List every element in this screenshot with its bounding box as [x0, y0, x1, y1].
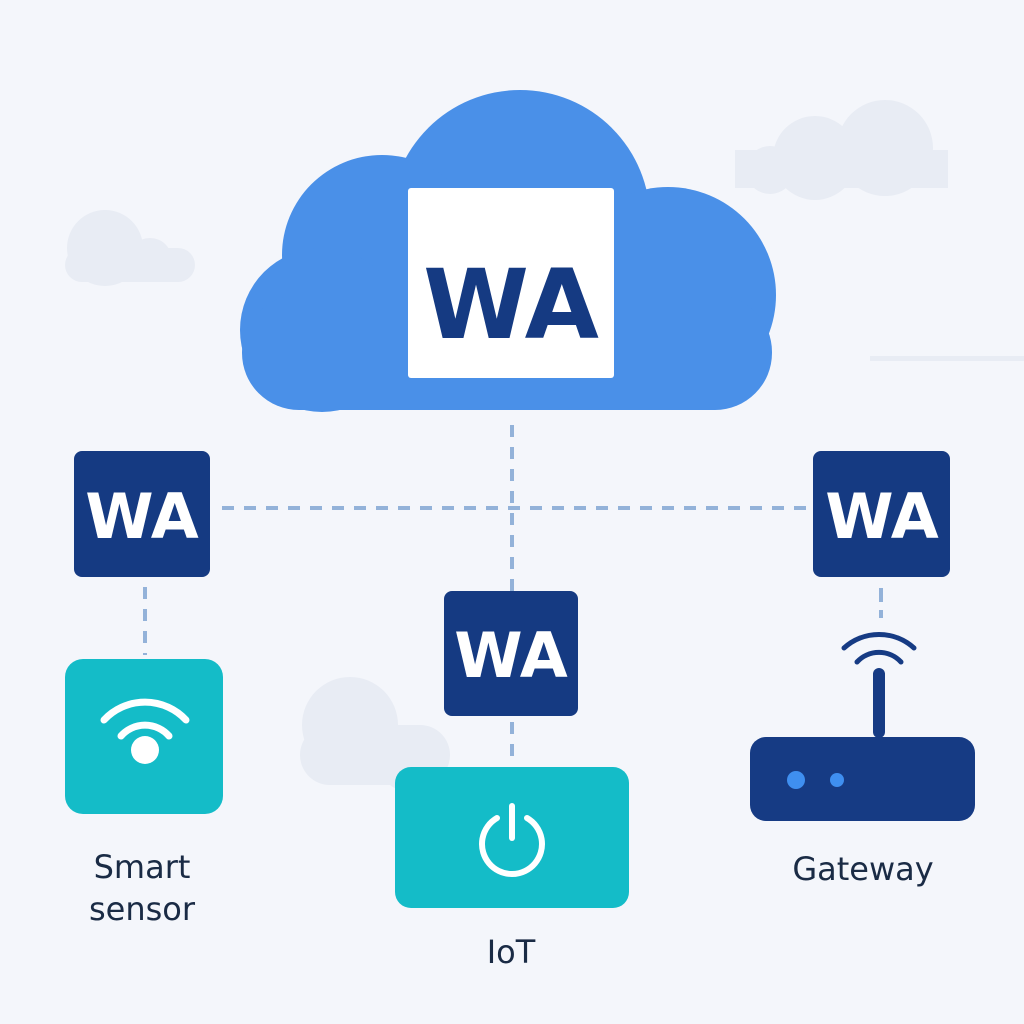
center-wa-label: WA — [454, 619, 568, 692]
bg-divider-line — [870, 356, 1024, 361]
sensor-dot-icon — [131, 736, 159, 764]
right-wa-badge[interactable]: WA — [813, 451, 950, 577]
router-led-1-icon — [787, 771, 805, 789]
cloud-wa-label: WA — [423, 249, 599, 361]
smart-sensor-device[interactable] — [65, 659, 223, 814]
smart-sensor-label-line1: Smart — [94, 848, 191, 886]
connectors — [143, 425, 883, 766]
left-wa-badge[interactable]: WA — [74, 451, 210, 577]
gateway-router-device[interactable] — [750, 632, 975, 821]
iot-label: IoT — [487, 933, 536, 971]
smart-sensor-label-line2: sensor — [89, 890, 196, 928]
router-led-2-icon — [830, 773, 844, 787]
background-clouds — [65, 100, 948, 792]
right-wa-label: WA — [825, 480, 939, 553]
iot-device[interactable] — [395, 767, 629, 908]
bg-cloud-right-icon — [735, 100, 948, 200]
router-wifi-icon — [841, 632, 917, 665]
left-wa-label: WA — [85, 480, 199, 553]
gateway-label: Gateway — [792, 850, 933, 888]
router-antenna-icon — [873, 668, 885, 738]
cloud-wa-node[interactable]: WA — [408, 188, 614, 378]
router-body — [750, 737, 975, 821]
bg-cloud-left-icon — [65, 210, 195, 286]
wifi-signal-icon — [100, 698, 190, 740]
power-icon — [479, 803, 545, 877]
center-wa-badge[interactable]: WA — [444, 591, 578, 716]
